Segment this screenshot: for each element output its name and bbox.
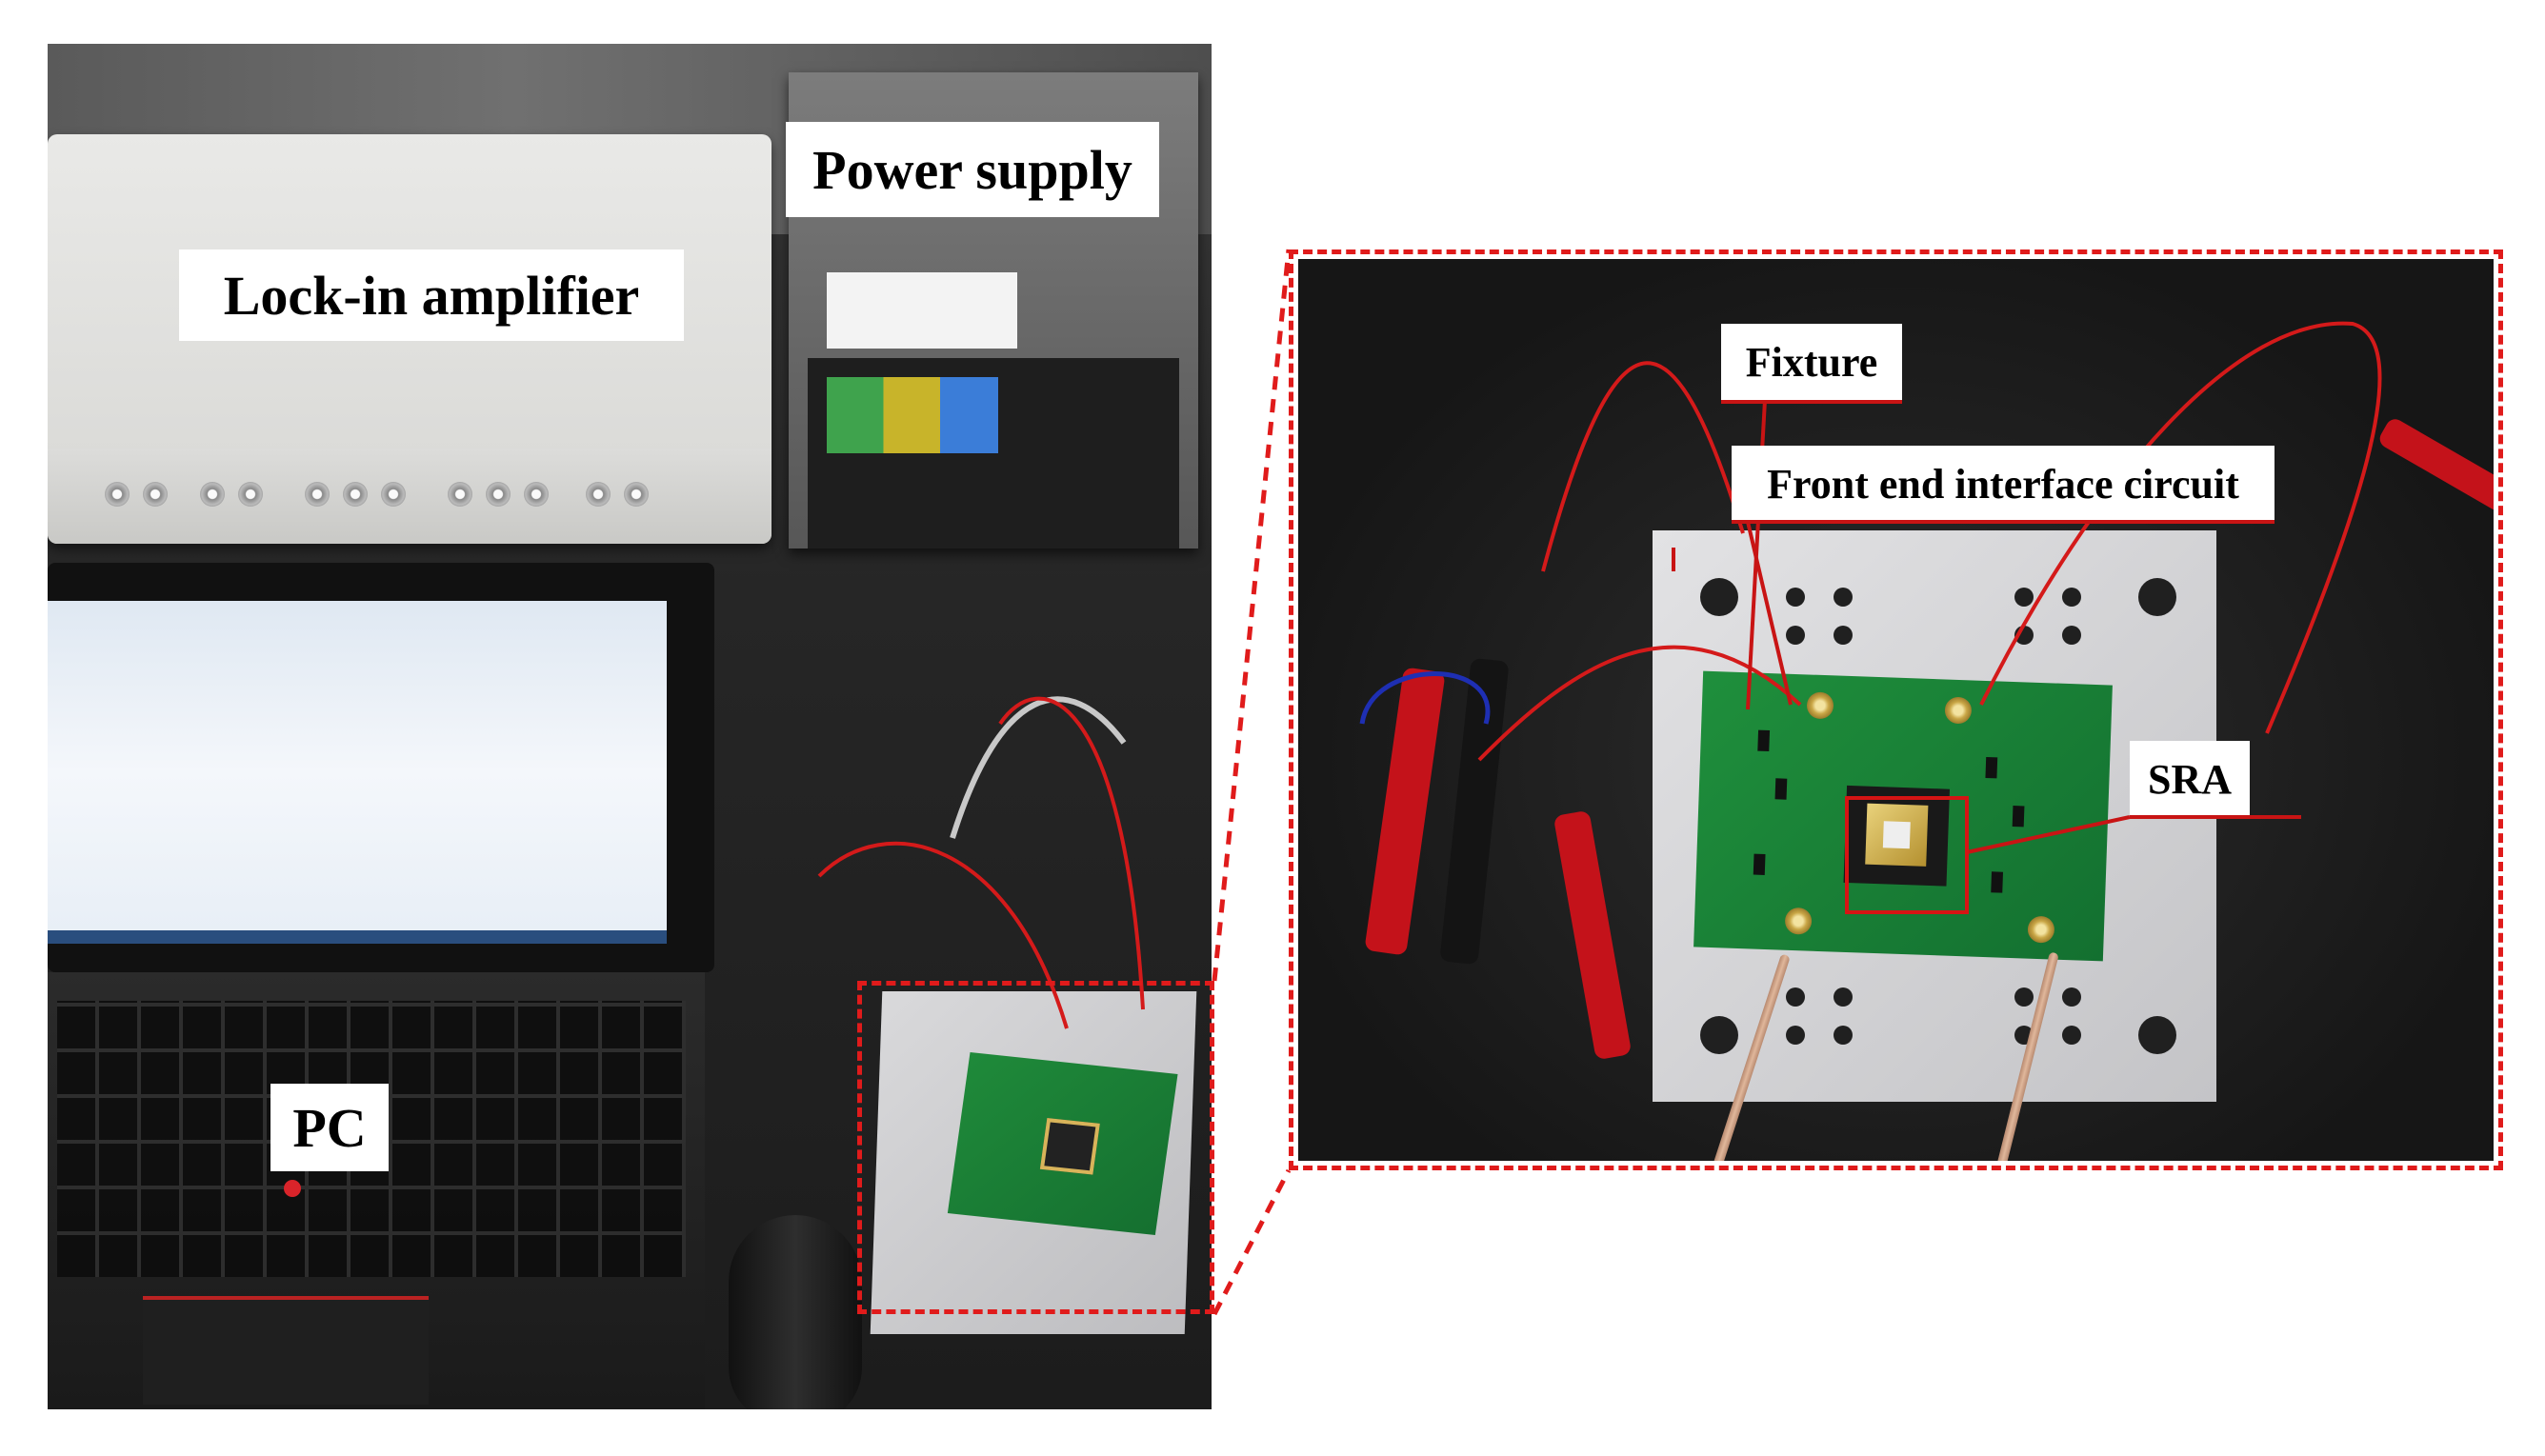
bnc-connector	[486, 482, 511, 507]
mounting-hole	[1700, 1016, 1738, 1054]
sra-label-underline	[2130, 815, 2301, 819]
plate-hole	[1834, 1026, 1853, 1045]
power-supply-label: Power supply	[786, 122, 1159, 217]
psu-sticker	[827, 272, 1017, 349]
mounting-hole	[2138, 1016, 2176, 1054]
computer-mouse	[729, 1215, 862, 1409]
front-end-circuit-label: Front end interface circuit	[1732, 446, 2274, 522]
plate-hole	[1786, 1026, 1805, 1045]
bnc-connector	[105, 482, 130, 507]
bnc-connector	[343, 482, 368, 507]
bnc-connector	[200, 482, 225, 507]
bnc-connector	[238, 482, 263, 507]
mounting-hole	[1700, 578, 1738, 616]
laptop-display	[48, 601, 667, 944]
trackpoint	[284, 1180, 301, 1197]
bnc-connector	[524, 482, 549, 507]
lock-in-front-panel	[48, 449, 772, 544]
pc-label: PC	[271, 1084, 389, 1171]
bnc-connector	[143, 482, 168, 507]
plate-hole	[1834, 987, 1853, 1007]
bnc-connector	[586, 482, 611, 507]
front-end-label-underline	[1732, 520, 2274, 524]
touchpad	[143, 1296, 429, 1405]
sra-highlight-box	[1845, 796, 1969, 914]
plate-hole	[1834, 588, 1853, 607]
lock-in-amplifier-label: Lock-in amplifier	[179, 249, 684, 341]
bnc-connector	[448, 482, 472, 507]
bnc-connector	[381, 482, 406, 507]
taskbar	[48, 930, 667, 944]
zoom-line-top	[1212, 249, 1292, 982]
fixture-label-underline	[1721, 400, 1902, 404]
psu-display	[827, 377, 998, 453]
laptop-keyboard-deck	[48, 972, 705, 1409]
laptop-screen	[48, 563, 714, 972]
fixture-label: Fixture	[1721, 324, 1902, 400]
psu-front-panel	[808, 358, 1179, 548]
plate-hole	[2062, 1026, 2081, 1045]
sra-label: SRA	[2130, 741, 2250, 817]
zoom-source-frame	[857, 981, 1214, 1314]
plate-hole	[1834, 626, 1853, 645]
plate-hole	[1786, 987, 1805, 1007]
zoom-target-frame	[1289, 249, 2503, 1170]
bnc-connector	[624, 482, 649, 507]
bnc-connector	[305, 482, 330, 507]
plate-hole	[2062, 987, 2081, 1007]
plate-hole	[2014, 987, 2034, 1007]
zoom-line-bottom	[1212, 1168, 1292, 1316]
